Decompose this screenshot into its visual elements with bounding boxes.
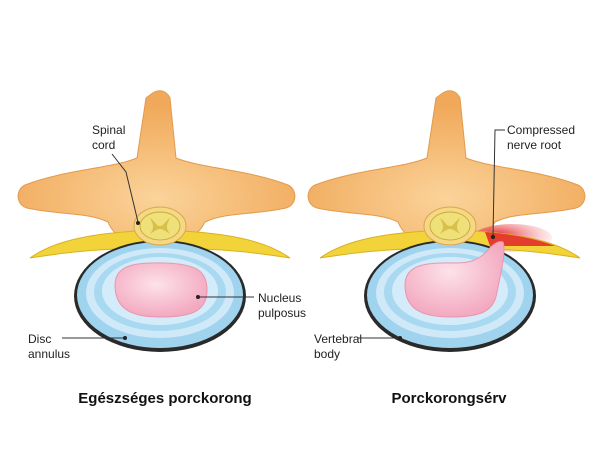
healthy-vertebra-illustration bbox=[18, 91, 295, 352]
caption-healthy: Egészséges porckorong bbox=[78, 390, 251, 407]
label-vertebral-body: Vertebral body bbox=[314, 332, 402, 361]
healthy-nucleus-pulposus bbox=[115, 263, 207, 317]
label-spinal-cord-line1: Spinal bbox=[92, 123, 125, 137]
leader-dot-vertebral bbox=[398, 336, 402, 340]
label-disc-annulus-line1: Disc bbox=[28, 332, 51, 346]
label-vertebral-line1: Vertebral bbox=[314, 332, 362, 346]
leader-dot-compressed bbox=[491, 235, 495, 239]
leader-dot-spinal-cord bbox=[136, 221, 140, 225]
label-spinal-cord-line2: cord bbox=[92, 138, 115, 152]
caption-herniated: Porckorongsérv bbox=[391, 390, 507, 407]
leader-dot-disc-annulus bbox=[123, 336, 127, 340]
label-nucleus-line1: Nucleus bbox=[258, 291, 301, 305]
label-vertebral-line2: body bbox=[314, 347, 340, 361]
label-nucleus-line2: pulposus bbox=[258, 306, 306, 320]
label-compressed-line1: Compressed bbox=[507, 123, 575, 137]
leader-dot-nucleus bbox=[196, 295, 200, 299]
label-disc-annulus-line2: annulus bbox=[28, 347, 70, 361]
label-compressed-line2: nerve root bbox=[507, 138, 562, 152]
